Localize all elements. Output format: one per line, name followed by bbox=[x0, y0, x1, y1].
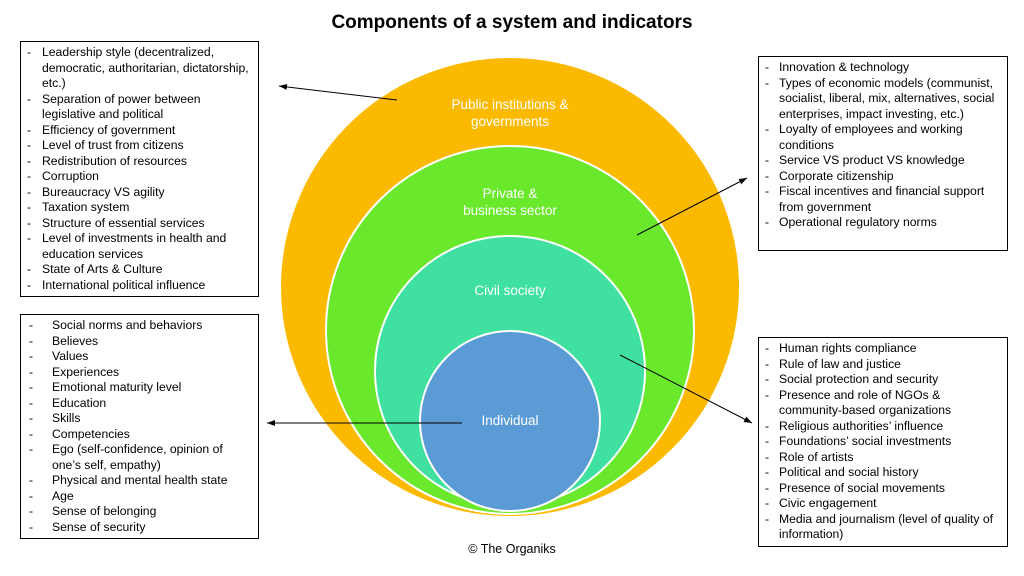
civil-indicator-item: Media and journalism (level of quality o… bbox=[759, 512, 1003, 543]
individual-indicator-item: Emotional maturity level bbox=[21, 380, 252, 396]
private-indicator-item: Innovation & technology bbox=[759, 60, 1003, 76]
individual-indicator-item: Skills bbox=[21, 411, 252, 427]
individual-label: Individual bbox=[481, 413, 539, 428]
civil-indicator-item: Human rights compliance bbox=[759, 341, 1003, 357]
public-indicator-item: Level of trust from citizens bbox=[21, 138, 252, 154]
private-indicator-item: Types of economic models (communist, soc… bbox=[759, 76, 1003, 123]
private-indicator-item: Operational regulatory norms bbox=[759, 215, 1003, 231]
public-indicator-item: Efficiency of government bbox=[21, 123, 252, 139]
civil-indicator-item: Religious authorities’ influence bbox=[759, 419, 1003, 435]
public-indicator-item: Level of investments in health and educa… bbox=[21, 231, 252, 262]
public-indicator-item: Structure of essential services bbox=[21, 216, 252, 232]
public-indicator-item: Corruption bbox=[21, 169, 252, 185]
public-indicator-item: Taxation system bbox=[21, 200, 252, 216]
civil-society-label: Civil society bbox=[474, 283, 546, 298]
individual-indicator-item: Sense of belonging bbox=[21, 504, 252, 520]
public-indicator-item: Redistribution of resources bbox=[21, 154, 252, 170]
public-indicator-item: International political influence bbox=[21, 278, 252, 294]
private-indicator-item: Service VS product VS knowledge bbox=[759, 153, 1003, 169]
individual-indicator-item: Competencies bbox=[21, 427, 252, 443]
civil-indicator-item: Political and social history bbox=[759, 465, 1003, 481]
private-indicator-item: Corporate citizenship bbox=[759, 169, 1003, 185]
private-sector-label: Private & business sector bbox=[463, 186, 557, 218]
individual-circle bbox=[419, 330, 601, 512]
private-indicator-item: Loyalty of employees and working conditi… bbox=[759, 122, 1003, 153]
civil-indicator-item: Presence of social movements bbox=[759, 481, 1003, 497]
civil-indicator-item: Rule of law and justice bbox=[759, 357, 1003, 373]
arrow-civil bbox=[619, 354, 753, 424]
arrow-private bbox=[636, 177, 748, 236]
public-indicator-item: Separation of power between legislative … bbox=[21, 92, 252, 123]
individual-indicators-box: Social norms and behaviorsBelievesValues… bbox=[20, 314, 259, 539]
civil-indicator-item: Role of artists bbox=[759, 450, 1003, 466]
individual-indicator-item: Social norms and behaviors bbox=[21, 318, 252, 334]
individual-indicator-item: Ego (self-confidence, opinion of one’s s… bbox=[21, 442, 252, 473]
public-institutions-label: Public institutions & governments bbox=[451, 97, 569, 129]
individual-indicator-item: Believes bbox=[21, 334, 252, 350]
public-indicator-item: Bureaucracy VS agility bbox=[21, 185, 252, 201]
public-indicator-item: State of Arts & Culture bbox=[21, 262, 252, 278]
copyright-notice: © The Organiks bbox=[468, 542, 556, 556]
individual-indicator-item: Physical and mental health state bbox=[21, 473, 252, 489]
civil-indicator-item: Social protection and security bbox=[759, 372, 1003, 388]
civil-indicators-box: Human rights complianceRule of law and j… bbox=[758, 337, 1008, 547]
diagram-title: Components of a system and indicators bbox=[331, 12, 693, 33]
public-indicators-box: Leadership style (decentralized, democra… bbox=[20, 41, 259, 297]
civil-indicator-item: Foundations’ social investments bbox=[759, 434, 1003, 450]
civil-indicator-item: Presence and role of NGOs & community-ba… bbox=[759, 388, 1003, 419]
individual-indicator-item: Values bbox=[21, 349, 252, 365]
individual-indicator-item: Age bbox=[21, 489, 252, 505]
individual-indicator-item: Experiences bbox=[21, 365, 252, 381]
arrow-public bbox=[278, 83, 398, 101]
individual-indicator-item: Sense of security bbox=[21, 520, 252, 536]
civil-indicator-item: Civic engagement bbox=[759, 496, 1003, 512]
private-indicators-box: Innovation & technologyTypes of economic… bbox=[758, 56, 1008, 251]
individual-indicator-item: Education bbox=[21, 396, 252, 412]
private-indicator-item: Fiscal incentives and financial support … bbox=[759, 184, 1003, 215]
public-indicator-item: Leadership style (decentralized, democra… bbox=[21, 45, 252, 92]
